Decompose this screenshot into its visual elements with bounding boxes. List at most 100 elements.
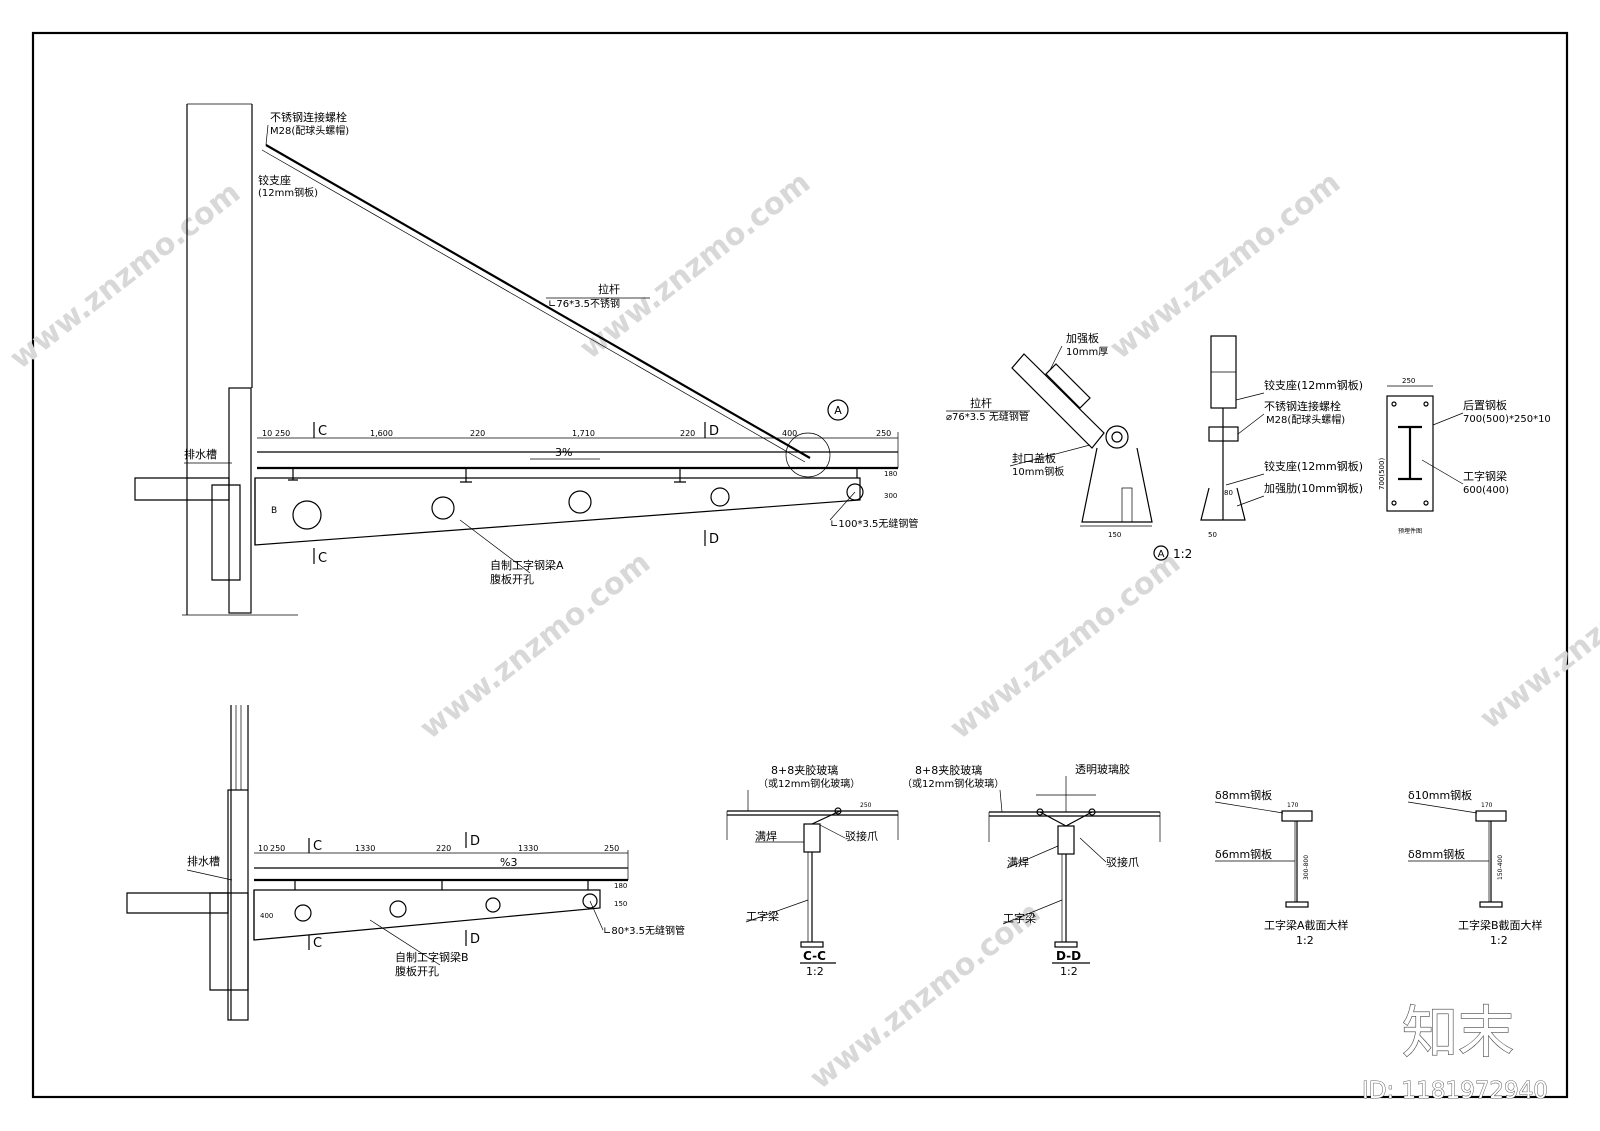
claw-label: 驳接爪 xyxy=(845,830,878,843)
dim: 1,710 xyxy=(572,429,595,438)
height-dim: 300 xyxy=(884,492,897,500)
beam-label: 自制工字钢梁A xyxy=(490,558,564,572)
dim: 250 xyxy=(270,844,285,853)
cap-label: 封口盖板 xyxy=(1012,451,1056,465)
embed-plate: 250 700(500) 后置钢板 700(500)*250*10 工字钢梁 6… xyxy=(1378,377,1551,535)
detail-a: 150 加强板 10mm厚 拉杆 ⌀76*3.5 无缝钢管 封口盖板 10mm钢… xyxy=(946,331,1363,561)
hinge-label: 铰支座(12mm钢板) xyxy=(1264,378,1363,392)
detail-a-title: A xyxy=(1158,549,1165,560)
section-mark-c-bottom: C xyxy=(313,936,322,951)
plate-spec: 10mm厚 xyxy=(1066,346,1108,358)
dim: 170 xyxy=(1287,802,1299,809)
dim: 220 xyxy=(680,429,695,438)
web-label: δ8mm钢板 xyxy=(1408,847,1465,861)
brand-logo: 知末 xyxy=(1402,1001,1514,1066)
dim: 150 xyxy=(1108,531,1121,539)
tube-label: ∟100*3.5无缝钢管 xyxy=(830,517,918,530)
beam-label: 工字梁 xyxy=(1003,911,1036,925)
dim: 300-800 xyxy=(1303,855,1310,880)
elevation-b: C C D D %3 10 250 1330 220 1330 250 180 … xyxy=(126,705,685,1021)
beam-spec: 600(400) xyxy=(1463,485,1509,496)
watermark-layer: www.znzmo.com www.znzmo.com www.znzmo.co… xyxy=(3,165,1600,1096)
section-dd: 8+8夹胶玻璃 （或12mm钢化玻璃） 透明玻璃胶 满焊 驳接爪 工字梁 D-D… xyxy=(902,762,1161,978)
slope-label: 3% xyxy=(555,446,572,459)
bolt-label: 不锈钢连接螺栓 xyxy=(1264,399,1341,413)
gutter-label: 排水槽 xyxy=(187,854,220,868)
beam-b-scale: 1:2 xyxy=(1490,934,1508,947)
dim: 250 xyxy=(275,429,290,438)
height-dim: 400 xyxy=(260,912,273,920)
dim: 250 xyxy=(876,429,891,438)
sealant-label: 透明玻璃胶 xyxy=(1075,762,1130,776)
caption: 预埋件图 xyxy=(1398,527,1422,535)
height-dim: 180 xyxy=(884,470,897,478)
dim: 80 xyxy=(1224,489,1233,497)
section-mark-c-top: C xyxy=(318,424,327,439)
rib-label: 加强肋(10mm钢板) xyxy=(1264,481,1363,495)
dim: 1330 xyxy=(355,844,375,853)
plate-label: 加强板 xyxy=(1066,331,1099,345)
weld-label: 满焊 xyxy=(755,829,777,843)
section-mark-d-top: D xyxy=(709,424,719,439)
watermark: www.znzmo.com xyxy=(573,165,817,366)
beam-label: 自制工字钢梁B xyxy=(395,950,469,964)
glass-alt: （或12mm钢化玻璃） xyxy=(758,777,860,790)
beam-a-section: 170 300-800 δ8mm钢板 δ6mm钢板 工字梁A截面大样 1:2 xyxy=(1214,788,1349,947)
dim: 220 xyxy=(436,844,451,853)
section-mark-d-top: D xyxy=(470,834,480,849)
section-cc: 8+8夹胶玻璃 （或12mm钢化玻璃） 250 满焊 驳接爪 工字梁 C-C 1… xyxy=(726,763,899,978)
dim: 400 xyxy=(782,429,797,438)
dim: 10 xyxy=(262,429,272,438)
detail-a-scale: 1:2 xyxy=(1173,547,1192,561)
elevation-a: A C C D D 3% 10 250 1,600 220 1,710 220 … xyxy=(134,103,918,616)
bolt-label: 不锈钢连接螺栓 xyxy=(270,110,347,124)
glass-label: 8+8夹胶玻璃 xyxy=(915,763,982,777)
web-label: δ6mm钢板 xyxy=(1215,847,1272,861)
side-dim: 700(500) xyxy=(1378,458,1386,490)
hinge2-label: 铰支座(12mm钢板) xyxy=(1264,459,1363,473)
beam-a-title: 工字梁A截面大样 xyxy=(1264,918,1349,932)
beam-label: 工字钢梁 xyxy=(1463,469,1507,483)
gutter-label: 排水槽 xyxy=(184,447,217,461)
dim: 10 xyxy=(258,844,268,853)
dim: 1330 xyxy=(518,844,538,853)
glass-alt: （或12mm钢化玻璃） xyxy=(902,777,1004,790)
watermark: www.znzmo.com xyxy=(413,545,657,746)
watermark: www.znzmo.com xyxy=(1473,535,1600,736)
top-label: δ8mm钢板 xyxy=(1215,788,1272,802)
section-mark-d-bottom: D xyxy=(709,532,719,547)
image-id: ID: 1181972940 xyxy=(1362,1078,1548,1104)
dim: 250 xyxy=(860,802,872,809)
height-dim: 180 xyxy=(614,882,627,890)
claw-label: 驳接爪 xyxy=(1106,856,1139,869)
dim: 170 xyxy=(1481,802,1493,809)
section-mark-c-bottom: C xyxy=(318,551,327,566)
dim: 150-400 xyxy=(1497,855,1504,880)
top-label: δ10mm钢板 xyxy=(1408,788,1472,802)
section-mark-d-bottom: D xyxy=(470,932,480,947)
glass-label: 8+8夹胶玻璃 xyxy=(771,763,838,777)
hinge-label: 铰支座 xyxy=(258,173,291,187)
watermark: www.znzmo.com xyxy=(943,545,1187,746)
bolt-spec: M28(配球头螺帽) xyxy=(1266,413,1345,426)
rod-spec: ∟76*3.5不锈钢 xyxy=(548,297,620,310)
section-scale: 1:2 xyxy=(1060,965,1078,978)
rod-spec: ⌀76*3.5 无缝钢管 xyxy=(946,410,1029,423)
dim: 50 xyxy=(1208,531,1217,539)
beam-sub: 腹板开孔 xyxy=(490,572,534,586)
beam-b-title: 工字梁B截面大样 xyxy=(1458,918,1543,932)
watermark: www.znzmo.com xyxy=(803,895,1047,1096)
rod-label: 拉杆 xyxy=(598,282,620,296)
beam-a-scale: 1:2 xyxy=(1296,934,1314,947)
beam-b-section: 170 150-400 δ10mm钢板 δ8mm钢板 工字梁B截面大样 1:2 xyxy=(1407,788,1543,947)
tube-label: ∟80*3.5无缝钢管 xyxy=(603,924,685,937)
section-title: C-C xyxy=(803,949,826,963)
rod-label: 拉杆 xyxy=(970,396,992,410)
hinge-spec: (12mm钢板) xyxy=(258,186,318,199)
plate-spec: 700(500)*250*10 xyxy=(1463,414,1551,425)
dim: 1,600 xyxy=(370,429,393,438)
height-dim: 150 xyxy=(614,900,627,908)
dim: 250 xyxy=(604,844,619,853)
top-dim: 250 xyxy=(1402,377,1415,385)
